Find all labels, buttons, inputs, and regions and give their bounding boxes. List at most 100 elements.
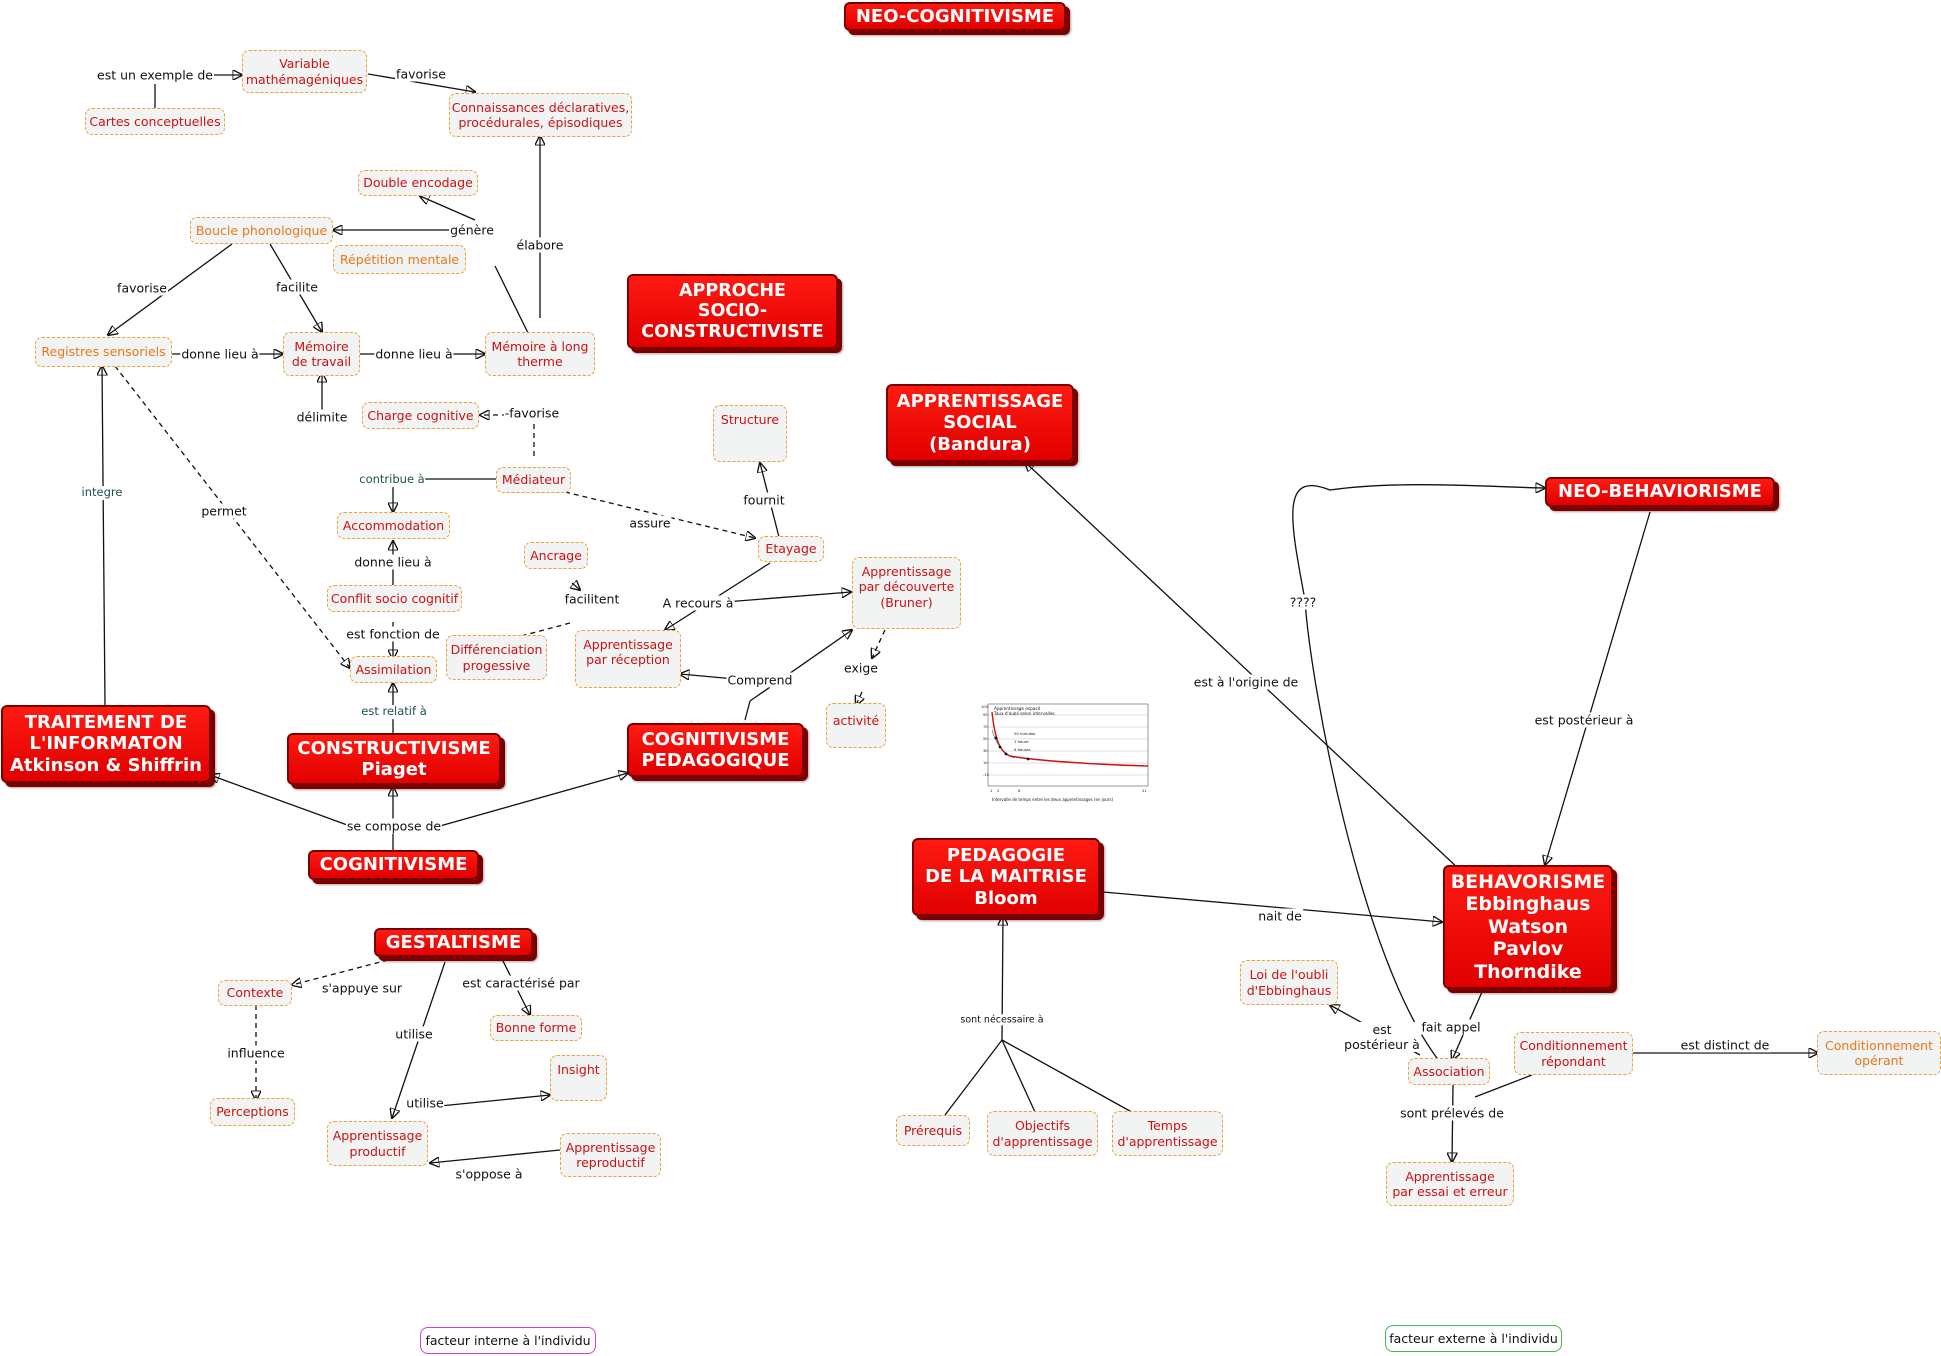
thumb-series-1: 20 minutes — [1014, 731, 1035, 736]
link-label-est-exemple: est un exemple de — [96, 67, 214, 83]
variable-mathemageniques-node[interactable]: Variable mathémagéniques — [242, 50, 367, 93]
link-label-recours: A recours à — [661, 595, 735, 611]
link-label-assure: assure — [628, 515, 672, 531]
link-label-favorise-top: favorise — [395, 66, 447, 82]
boucle-phonologique-node[interactable]: Boucle phonologique — [190, 217, 333, 244]
link-label-utilise-1: utilise — [394, 1026, 434, 1042]
link-label-preleves: sont prélevés de — [1399, 1105, 1505, 1121]
link-label-fournit: fournit — [742, 492, 786, 508]
link-label-comprend: Comprend — [726, 672, 794, 688]
svg-text:10: 10 — [983, 761, 988, 765]
svg-text:50: 50 — [983, 737, 988, 741]
link-label-permet: permet — [200, 503, 248, 519]
assimilation-node[interactable]: Assimilation — [350, 656, 437, 683]
registres-sensoriels-node[interactable]: Registres sensoriels — [35, 337, 172, 367]
svg-text:70: 70 — [983, 725, 988, 729]
apprentissage-productif-node[interactable]: Apprentissage productif — [327, 1121, 428, 1166]
neo-cognitivisme-title: NEO-COGNITIVISME — [844, 2, 1066, 31]
link-label-est-posterieur2: est postérieur à — [1343, 1022, 1421, 1052]
link-label-fait-appel: fait appel — [1420, 1019, 1482, 1035]
link-label-donne-lieu-1: donne lieu à — [180, 346, 260, 362]
svg-text:2: 2 — [997, 788, 1000, 793]
double-encodage-node[interactable]: Double encodage — [358, 170, 478, 196]
link-label-utilise-2: utilise — [405, 1095, 445, 1111]
link-label-facilitent: facilitent — [563, 591, 621, 607]
perceptions-node[interactable]: Perceptions — [210, 1098, 295, 1126]
association-node[interactable]: Association — [1408, 1058, 1490, 1085]
apprentissage-social-node[interactable]: APPRENTISSAGE SOCIAL (Bandura) — [886, 384, 1074, 462]
link-label-integre: integre — [80, 485, 124, 500]
etayage-node[interactable]: Etayage — [758, 536, 824, 562]
accommodation-node[interactable]: Accommodation — [337, 512, 450, 539]
cognitivisme-pedagogique-node[interactable]: COGNITIVISME PEDAGOGIQUE — [627, 723, 804, 777]
link-label-origine: est à l'origine de — [1192, 674, 1300, 690]
link-label-nait: nait de — [1257, 908, 1303, 924]
conflit-socio-cognitif-node[interactable]: Conflit socio cognitif — [327, 585, 462, 612]
link-label-genere: génère — [449, 222, 495, 238]
link-label-caracterise: est caractérisé par — [461, 975, 581, 991]
link-label-donne-lieu-3: donne lieu à — [353, 554, 433, 570]
charge-cognitive-node[interactable]: Charge cognitive — [362, 402, 479, 429]
svg-text:90: 90 — [983, 713, 988, 717]
contexte-node[interactable]: Contexte — [218, 980, 292, 1006]
link-label-est-fonction: est fonction de — [345, 626, 441, 642]
loi-oubli-node[interactable]: Loi de l'oubli d'Ebbinghaus — [1240, 960, 1338, 1005]
conditionnement-repondant-node[interactable]: Conditionnement répondant — [1514, 1032, 1633, 1075]
memoire-travail-node[interactable]: Mémoire de travail — [283, 332, 360, 376]
temps-apprentissage-node[interactable]: Temps d'apprentissage — [1112, 1111, 1223, 1156]
bonne-forme-node[interactable]: Bonne forme — [490, 1015, 582, 1041]
connaissances-node[interactable]: Connaissances déclaratives, procédurales… — [449, 93, 632, 137]
prerequis-node[interactable]: Prérequis — [896, 1115, 970, 1146]
link-label-donne-lieu-2: donne lieu à — [374, 346, 454, 362]
activite-node[interactable]: activité — [826, 703, 886, 748]
differenciation-progressive-node[interactable]: Différenciation progessive — [446, 635, 547, 680]
cognitivisme-node[interactable]: COGNITIVISME — [308, 850, 479, 880]
link-label-delimite: délimite — [295, 409, 349, 425]
traitement-information-node[interactable]: TRAITEMENT DE L'INFORMATON Atkinson & Sh… — [1, 705, 211, 783]
mediateur-node[interactable]: Médiateur — [496, 467, 571, 493]
thumb-series-3: 9 heures — [1014, 747, 1031, 752]
link-label-oppose: s'oppose à — [454, 1166, 524, 1182]
cartes-conceptuelles-node[interactable]: Cartes conceptuelles — [85, 108, 225, 135]
legend-external-factor: facteur externe à l'individu — [1385, 1325, 1562, 1352]
apprentissage-reception-node[interactable]: Apprentissage par réception — [575, 630, 681, 688]
link-label-question: ???? — [1288, 594, 1318, 610]
link-label-influence: influence — [226, 1045, 286, 1061]
gestaltisme-node[interactable]: GESTALTISME — [374, 928, 533, 957]
link-label-favorise-left: favorise — [116, 280, 168, 296]
ancrage-node[interactable]: Ancrage — [524, 542, 588, 569]
apprentissage-decouverte-node[interactable]: Apprentissage par découverte (Bruner) — [852, 557, 961, 629]
link-label-est-relatif: est relatif à — [360, 704, 428, 719]
repetition-mentale-node[interactable]: Répétition mentale — [333, 245, 466, 274]
link-label-contribue: contribue à — [358, 472, 426, 487]
memoire-long-terme-node[interactable]: Mémoire à long therme — [485, 332, 595, 376]
svg-text:21: 21 — [1142, 788, 1147, 793]
link-label-appuye: s'appuye sur — [320, 980, 404, 996]
objectifs-apprentissage-node[interactable]: Objectifs d'apprentissage — [987, 1111, 1098, 1156]
svg-text:-10: -10 — [983, 773, 990, 777]
conditionnement-operant-node[interactable]: Conditionnement opérant — [1817, 1031, 1941, 1075]
svg-text:1: 1 — [990, 788, 993, 793]
structure-node[interactable]: Structure — [713, 405, 787, 462]
neo-behaviorisme-node[interactable]: NEO-BEHAVIORISME — [1545, 477, 1775, 507]
link-label-favorise-charge: -favorise — [503, 405, 561, 421]
svg-text:100: 100 — [981, 705, 989, 709]
insight-node[interactable]: Insight — [550, 1055, 607, 1101]
approche-socio-constructiviste-node[interactable]: APPROCHE SOCIO- CONSTRUCTIVISTE — [627, 274, 838, 349]
apprentissage-reproductif-node[interactable]: Apprentissage reproductif — [560, 1133, 661, 1177]
link-label-facilite: facilite — [275, 279, 319, 295]
link-label-elabore: élabore — [515, 237, 565, 253]
constructivisme-node[interactable]: CONSTRUCTIVISME Piaget — [287, 733, 501, 785]
pedagogie-maitrise-node[interactable]: PEDAGOGIE DE LA MAITRISE Bloom — [912, 838, 1100, 916]
svg-text:30: 30 — [983, 749, 988, 753]
thumb-xlabel: Intervalle de temps entre les deux appre… — [992, 797, 1114, 802]
svg-text:6: 6 — [1018, 788, 1021, 793]
behaviorisme-node[interactable]: BEHAVORISME Ebbinghaus Watson Pavlov Tho… — [1443, 865, 1613, 989]
legend-internal-factor: facteur interne à l'individu — [420, 1327, 596, 1354]
thumb-series-2: 1 heure — [1014, 739, 1029, 744]
link-label-exige: exige — [843, 660, 879, 676]
apprentissage-essai-erreur-node[interactable]: Apprentissage par essai et erreur — [1386, 1162, 1514, 1206]
